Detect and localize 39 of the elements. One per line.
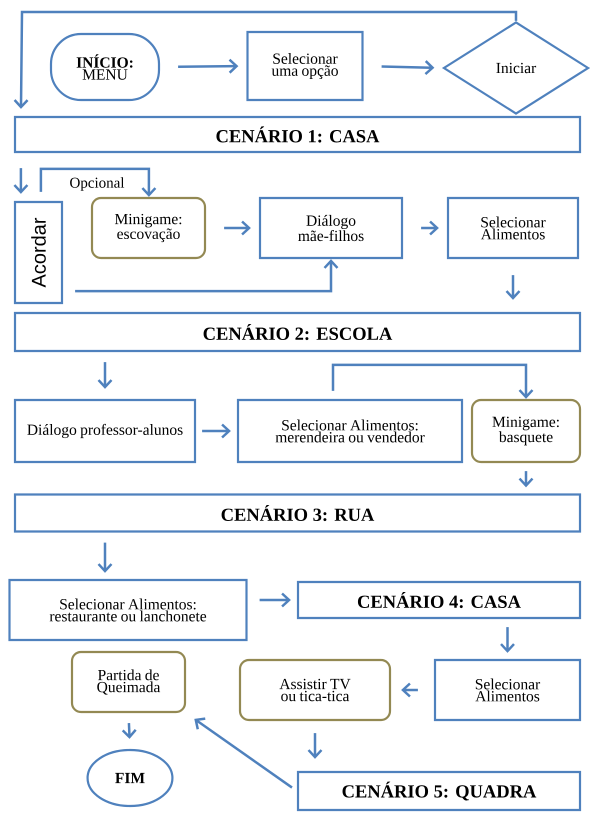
scenario-band: CENÁRIO 5: QUADRA [296, 770, 582, 812]
process-box: Acordar [14, 200, 64, 304]
process-box: Selecionar uma opção [246, 30, 364, 102]
arrow [98, 362, 112, 389]
arrow [202, 424, 231, 438]
arrow [260, 592, 291, 608]
arrow [401, 682, 418, 698]
process-box: Selecionar Alimentos: restaurante ou lanchonete [8, 578, 248, 642]
process-box: Selecionar Alimentos: merendeira ou vendedor [236, 398, 464, 464]
arrow [421, 220, 439, 236]
arrow [40, 168, 156, 197]
minigame-box: Assistir TV ou tica-tica [238, 658, 392, 722]
arrow [308, 733, 322, 759]
arrow [194, 717, 293, 789]
scenario-band: CENÁRIO 4: CASA [296, 580, 582, 620]
arrow [98, 542, 112, 573]
arrow [13, 168, 28, 194]
arrow [382, 60, 434, 76]
arrow [224, 220, 251, 236]
process-box: Selecionar Alimentos [446, 196, 580, 260]
scenario-band: CENÁRIO 1: CASA [14, 116, 582, 154]
minigame-box: Minigame: escovação [90, 196, 206, 260]
arrow [75, 259, 338, 292]
start-terminator: INÍCIO: MENU [50, 32, 160, 102]
arrow [332, 364, 534, 399]
process-box: Diálogo professor-alunos [14, 398, 196, 464]
process-box: Diálogo mãe-filhos [258, 196, 404, 260]
arrow [178, 58, 238, 74]
scenario-band: CENÁRIO 3: RUA [14, 493, 582, 533]
scenario-band: CENÁRIO 2: ESCOLA [14, 312, 582, 352]
end-terminator: FIM [86, 748, 174, 808]
minigame-box: Minigame: basquete [470, 398, 582, 464]
edge-label: Opcional [68, 176, 126, 192]
process-box: Selecionar Alimentos [434, 658, 582, 722]
minigame-box: Partida de Queimada [70, 650, 186, 714]
arrow [14, 10, 518, 109]
arrow [506, 275, 520, 300]
arrow [500, 627, 515, 653]
arrow [518, 471, 534, 488]
